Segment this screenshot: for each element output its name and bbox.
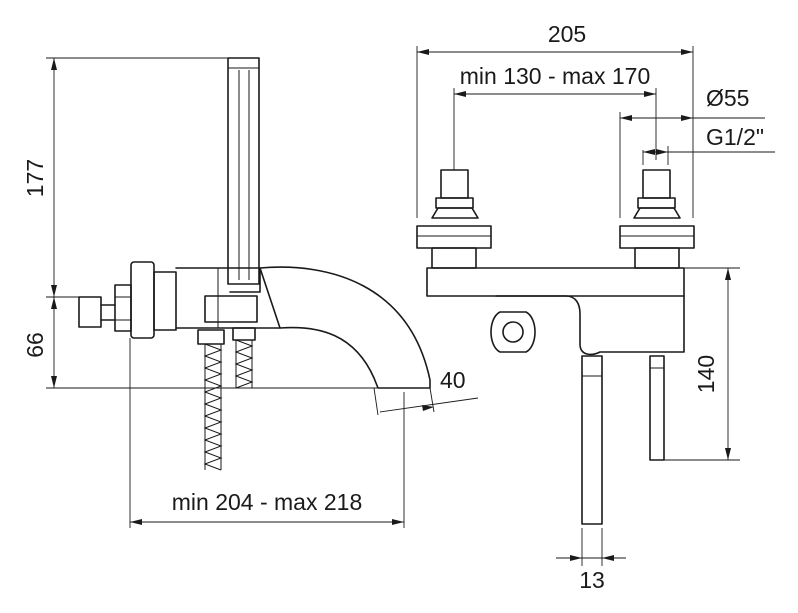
lever-handle <box>581 355 603 525</box>
dim-reach-label: min 204 - max 218 <box>172 489 362 515</box>
arrow-angle <box>422 405 434 411</box>
arrow-top <box>51 58 57 70</box>
arrow-mid-down <box>51 297 57 309</box>
outlet-nut <box>197 329 225 345</box>
arrow-centre-right <box>644 91 656 97</box>
arrow-diameter-left <box>620 115 632 121</box>
mixer-body-top <box>426 267 685 297</box>
arrow-handle-left <box>570 555 582 561</box>
dim-thread-label: G1/2" <box>706 124 764 150</box>
hose-right <box>234 339 254 389</box>
angle-extension <box>429 387 435 413</box>
left-inlet-cone <box>431 207 479 219</box>
arrow-reach-left <box>130 519 142 525</box>
front-view <box>416 46 775 566</box>
hose-left <box>203 343 223 471</box>
right-flange <box>619 225 695 249</box>
dim-205-label: 205 <box>548 21 586 47</box>
dim-centre-label: min 130 - max 170 <box>460 63 650 89</box>
angle-extension <box>373 387 379 416</box>
right-rod <box>649 355 665 461</box>
dim-diameter-label: Ø55 <box>706 85 749 111</box>
left-flange <box>416 225 492 249</box>
arrow-mid-up <box>51 285 57 297</box>
side-view <box>46 57 479 528</box>
outlet-nut <box>232 327 256 341</box>
flange-collar <box>153 271 177 331</box>
arrow-diameter-right <box>681 115 693 121</box>
right-collar <box>634 247 680 269</box>
arrow-width-right <box>681 49 693 55</box>
arrow-width-left <box>417 49 429 55</box>
dim-140-label: 140 <box>693 355 719 393</box>
right-inlet-cone <box>633 207 681 219</box>
spout <box>259 266 431 389</box>
dim-13-label: 13 <box>579 567 605 593</box>
arrow-thread-left <box>643 149 655 155</box>
dim-177-label: 177 <box>22 159 48 197</box>
angle-dimension-line <box>379 397 479 413</box>
arrow-reach-right <box>392 519 404 525</box>
hand-shower <box>227 57 260 285</box>
left-inlet-hex <box>435 197 474 209</box>
dim-66-label: 66 <box>22 332 48 358</box>
arrow-bottom <box>51 376 57 388</box>
left-collar <box>431 247 477 269</box>
left-inlet-nut <box>440 169 469 199</box>
wall-connector <box>78 296 102 328</box>
hose-holder <box>204 295 258 323</box>
arrow-height-top <box>725 268 731 280</box>
right-inlet-hex <box>637 197 676 209</box>
arrow-thread-right <box>656 149 668 155</box>
arrow-centre-left <box>454 91 466 97</box>
mixer-body <box>495 295 685 356</box>
arrow-handle-right <box>602 555 614 561</box>
nut <box>114 284 132 332</box>
right-inlet-nut <box>642 169 671 199</box>
wall-flange <box>130 261 155 339</box>
diverter-knob-centre <box>502 321 524 343</box>
dim-40-label: 40 <box>440 367 466 393</box>
arrow-height-bottom <box>725 448 731 460</box>
diverter-knob <box>490 311 536 353</box>
